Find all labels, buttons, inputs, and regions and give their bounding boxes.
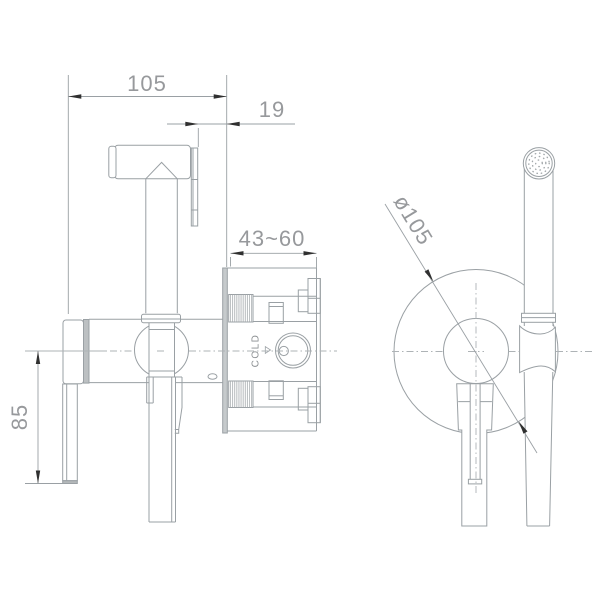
ring-clip [146, 377, 154, 404]
arrow-left-icon [68, 94, 82, 99]
mixer-lever-side [62, 383, 78, 485]
dim-43-60-text: 43~60 [239, 226, 306, 251]
front-view [392, 147, 594, 527]
cold-pointer-icon [264, 345, 272, 355]
sprayer-shaft-side [141, 179, 181, 324]
dimensions: 105 19 43~60 85 [7, 71, 538, 484]
arrow-left-icon [226, 121, 240, 127]
nozzle-dots [528, 152, 550, 175]
holder-hook [519, 324, 556, 374]
holder-arm [174, 377, 183, 434]
spray-head-front [522, 147, 556, 180]
arrow-up-icon [35, 351, 41, 364]
sprayer-grip-front [523, 371, 554, 527]
dim-85: 85 [7, 351, 77, 484]
rear-connector-top [297, 278, 321, 314]
spray-head-side [108, 144, 191, 180]
dim-105: 105 [67, 71, 228, 314]
threaded-inlet-top [228, 294, 254, 323]
front-centerlines [392, 283, 594, 493]
head-chevron [145, 161, 178, 180]
cold-label: COLD [251, 334, 272, 368]
dim-85-text: 85 [7, 404, 32, 430]
sprayer-shaft-front [521, 163, 556, 326]
cold-text: COLD [251, 334, 262, 368]
drain-hole [207, 373, 218, 380]
dim-19-text: 19 [259, 97, 285, 122]
sprayer-grip-side [146, 322, 183, 523]
threaded-inlet-bottom [228, 380, 254, 408]
stop-valve-top [268, 302, 284, 324]
rear-connector-bottom [297, 386, 321, 424]
inwall-valve-box: COLD [222, 267, 321, 434]
arrow-diag-icon [518, 421, 528, 434]
arrow-right-icon [185, 121, 199, 127]
side-view: COLD [25, 144, 337, 523]
arrow-diag-icon [424, 269, 434, 282]
wall-bracket [190, 147, 199, 227]
arrow-right-icon [303, 251, 317, 256]
arrow-right-icon [213, 94, 227, 99]
wall-plate [222, 267, 228, 434]
arrow-left-icon [230, 251, 244, 256]
dim-diameter-text: ø105 [389, 190, 439, 249]
dim-43-60: 43~60 [230, 226, 317, 277]
mixer-lever-front [456, 383, 494, 527]
stop-valve-bottom [268, 380, 284, 400]
arrow-down-icon [35, 470, 41, 484]
mixer-body-side [62, 318, 223, 385]
dim-19: 19 [167, 97, 295, 147]
valve-cartridge [275, 332, 311, 369]
dim-105-text: 105 [127, 71, 167, 96]
